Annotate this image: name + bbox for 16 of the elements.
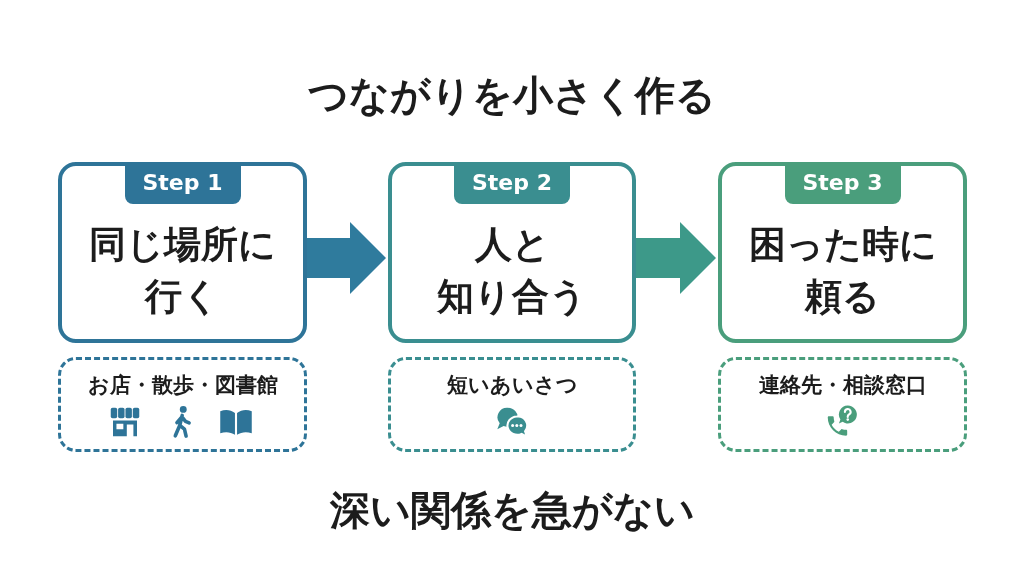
title: つながりを小さく作る [308, 71, 716, 119]
example-text: お店・散歩・図書館 [87, 372, 278, 399]
step-text: 人と知り合う [437, 222, 587, 320]
step-text: 困った時に頼る [748, 222, 937, 320]
arrow [307, 222, 386, 294]
step-box [388, 162, 636, 343]
arrow [636, 222, 716, 294]
step-text: 同じ場所に行く [89, 222, 276, 320]
example-text: 短いあいさつ [446, 372, 578, 399]
example-box [718, 357, 967, 452]
caption: 深い関係を急がない [329, 486, 695, 534]
step-box [718, 162, 967, 343]
step-box [58, 162, 307, 343]
example-box [388, 357, 636, 452]
example-text: 連絡先・相談窓口 [758, 372, 927, 399]
example-box [58, 357, 307, 452]
